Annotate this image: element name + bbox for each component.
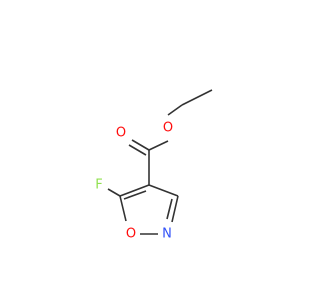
bond-ch2-o-ester (167, 104, 183, 116)
bond-ch3-ch2 (181, 89, 213, 106)
atom-ring-nitrogen: N (162, 227, 172, 242)
atom-carbonyl-oxygen: O (116, 126, 126, 141)
bond-c-carbonyl-o-double-a (131, 139, 150, 151)
bond-n-c3-inner (166, 198, 173, 220)
atom-ester-oxygen: O (163, 121, 173, 136)
bond-c4-c5 (119, 184, 150, 197)
bond-c3-c4 (148, 184, 179, 197)
bond-o-ester-c-carbonyl (148, 140, 169, 151)
molecule-canvas: O O F O N (95, 89, 213, 242)
bond-c-carbonyl-o-double-b (128, 144, 147, 156)
atom-fluorine: F (95, 178, 102, 193)
bond-c5-o-ring (119, 195, 127, 222)
atom-ring-oxygen: O (126, 227, 136, 242)
bond-n-c3 (171, 195, 179, 223)
bond-c5-f (107, 188, 121, 197)
bond-c4-c5-inner (123, 190, 147, 200)
molecule-structure: O O F O N (95, 89, 213, 242)
